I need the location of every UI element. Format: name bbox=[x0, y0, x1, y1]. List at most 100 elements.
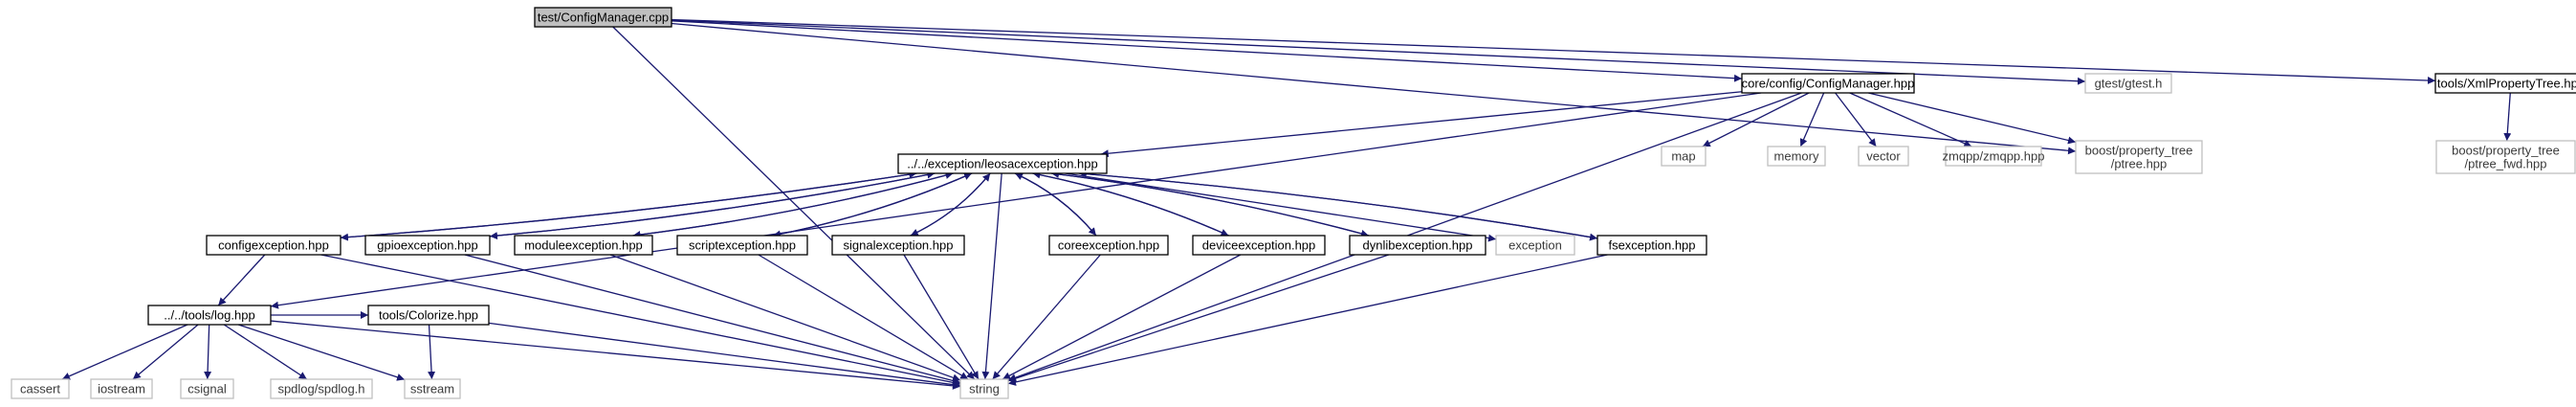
edge-cfgmgr-to-log bbox=[270, 92, 1762, 309]
node-fsex[interactable]: fsexception.hpp bbox=[1596, 235, 1707, 256]
node-label: /ptree.hpp bbox=[2111, 157, 2168, 171]
node-leosac[interactable]: ../../exception/leosacexception.hpp bbox=[897, 153, 1108, 174]
edge-configex-to-string bbox=[320, 254, 961, 387]
node-cfgmgr[interactable]: core/config/ConfigManager.hpp bbox=[1741, 73, 1915, 94]
node-signalex[interactable]: signalexception.hpp bbox=[831, 235, 965, 256]
edge-cfgmgr-to-zmqpp bbox=[1849, 92, 1972, 147]
edge-arrow bbox=[488, 322, 961, 389]
node-label: signalexception.hpp bbox=[844, 238, 954, 253]
node-label: gtest/gtest.h bbox=[2095, 77, 2163, 91]
edge-arrow bbox=[671, 19, 2086, 85]
edge-deviceex-to-string bbox=[1002, 254, 1242, 380]
edge-arrow bbox=[217, 254, 266, 306]
node-label: coreexception.hpp bbox=[1058, 238, 1159, 253]
node-box bbox=[1495, 235, 1575, 256]
nodes: test/ConfigManager.cpp core/config/Config… bbox=[11, 7, 2576, 399]
node-label: zmqpp/zmqpp.hpp bbox=[1943, 149, 2045, 164]
edge-arrow bbox=[671, 20, 1743, 82]
node-box bbox=[367, 305, 490, 326]
node-label: iostream bbox=[98, 382, 145, 396]
node-label: spdlog/spdlog.h bbox=[277, 382, 364, 396]
edge-scriptex-to-string bbox=[758, 254, 969, 380]
edge-arrow bbox=[992, 254, 1101, 380]
node-box bbox=[959, 378, 1009, 399]
node-box bbox=[364, 235, 491, 256]
node-xmlpt[interactable]: tools/XmlPropertyTree.hpp bbox=[2434, 73, 2576, 94]
edge-log-to-csignal bbox=[204, 324, 212, 380]
edge-arrow bbox=[464, 254, 961, 385]
edge-arrow bbox=[671, 18, 2436, 84]
node-label: boost/property_tree bbox=[2085, 144, 2193, 158]
node-box bbox=[2434, 73, 2576, 94]
edge-gpioex-to-leosac bbox=[489, 170, 936, 237]
edge-arrow bbox=[1078, 172, 1598, 241]
edge-arrow bbox=[223, 324, 308, 380]
node-box bbox=[1349, 235, 1486, 256]
node-exception: exception bbox=[1495, 235, 1575, 256]
node-label: tools/XmlPropertyTree.hpp bbox=[2437, 77, 2576, 91]
edge-arrow bbox=[1702, 92, 1810, 147]
edges bbox=[61, 18, 2512, 390]
node-box bbox=[897, 153, 1108, 174]
edge-arrow bbox=[1032, 170, 1229, 237]
edge-root-to-ptree bbox=[671, 22, 2077, 155]
edge-arrow bbox=[612, 26, 976, 380]
node-gpioex[interactable]: gpioexception.hpp bbox=[364, 235, 491, 256]
node-ptree: boost/property_tree/ptree.hpp bbox=[2075, 140, 2203, 174]
node-label: test/ConfigManager.cpp bbox=[538, 11, 669, 25]
node-gtest: gtest/gtest.h bbox=[2084, 73, 2172, 94]
node-label: vector bbox=[1866, 149, 1901, 164]
edge-arrow bbox=[772, 172, 973, 237]
node-label: /ptree_fwd.hpp bbox=[2464, 157, 2546, 171]
edge-arrow bbox=[132, 324, 199, 380]
edge-fsex-to-string bbox=[1007, 254, 1608, 386]
edge-dynlibex-to-string bbox=[1007, 254, 1390, 383]
node-box bbox=[206, 235, 341, 256]
edge-configex-to-log bbox=[217, 254, 266, 306]
edge-dynlibex-to-leosac bbox=[1050, 170, 1370, 237]
node-coreex[interactable]: coreexception.hpp bbox=[1048, 235, 1169, 256]
edge-xmlpt-to-ptreefwd bbox=[2503, 92, 2512, 142]
node-dynlibex[interactable]: dynlibexception.hpp bbox=[1349, 235, 1486, 256]
edge-log-to-string bbox=[270, 320, 961, 390]
edge-leosac-to-gpioex bbox=[489, 172, 936, 240]
edge-leosac-to-fsex bbox=[1078, 172, 1598, 241]
edge-arrow bbox=[1014, 172, 1097, 237]
edge-arrow bbox=[671, 22, 2077, 155]
edge-leosac-to-string bbox=[981, 172, 1002, 380]
edge-arrow bbox=[340, 172, 917, 241]
node-configex[interactable]: configexception.hpp bbox=[206, 235, 341, 256]
edge-log-to-iostream bbox=[132, 324, 199, 380]
node-colorize[interactable]: tools/Colorize.hpp bbox=[367, 305, 490, 326]
node-zmqpp: zmqpp/zmqpp.hpp bbox=[1943, 146, 2045, 167]
edge-root-to-cfgmgr bbox=[671, 20, 1743, 82]
edge-arrow bbox=[428, 324, 436, 380]
edge-arrow bbox=[758, 254, 969, 380]
node-log[interactable]: ../../tools/log.hpp bbox=[147, 305, 272, 326]
edge-colorize-to-sstream bbox=[428, 324, 436, 380]
node-box bbox=[1596, 235, 1707, 256]
edge-arrow bbox=[1050, 170, 1370, 237]
node-box bbox=[831, 235, 965, 256]
edge-root-to-gtest bbox=[671, 19, 2086, 85]
node-sstream: sstream bbox=[404, 378, 461, 399]
edge-arrow bbox=[981, 172, 1002, 380]
node-root[interactable]: test/ConfigManager.cpp bbox=[534, 7, 672, 28]
node-deviceex[interactable]: deviceexception.hpp bbox=[1192, 235, 1326, 256]
node-moduleex[interactable]: moduleexception.hpp bbox=[514, 235, 653, 256]
edge-arrow bbox=[1050, 172, 1370, 237]
node-label: sstream bbox=[410, 382, 454, 396]
node-label: tools/Colorize.hpp bbox=[379, 308, 478, 323]
node-box bbox=[147, 305, 272, 326]
node-label: csignal bbox=[187, 382, 227, 396]
node-label: memory bbox=[1774, 149, 1819, 164]
edge-arrow bbox=[489, 172, 936, 240]
edge-arrow bbox=[1849, 92, 1972, 147]
edge-arrow bbox=[238, 324, 406, 381]
node-box bbox=[2075, 140, 2203, 174]
edge-configex-to-leosac bbox=[340, 170, 917, 238]
edge-leosac-to-configex bbox=[340, 172, 917, 241]
node-scriptex[interactable]: scriptexception.hpp bbox=[676, 235, 808, 256]
node-box bbox=[676, 235, 808, 256]
node-box bbox=[2084, 73, 2172, 94]
